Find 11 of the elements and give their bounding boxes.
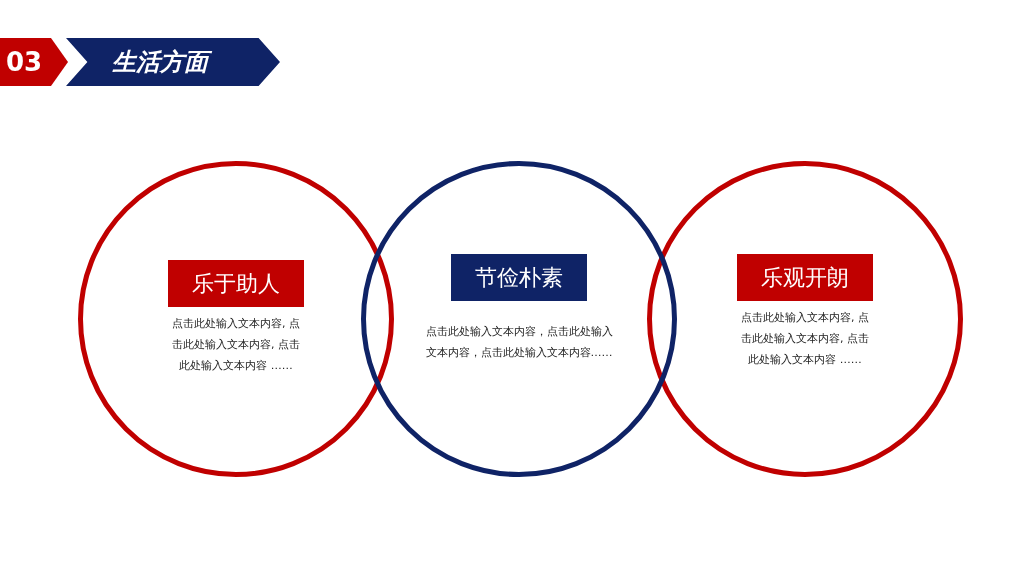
body-text: 点击此处输入文本内容, 点击此处输入文本内容, 点击此处输入文本内容 ……	[171, 316, 301, 374]
number-badge: 03	[0, 38, 68, 86]
body-text: 点击此处输入文本内容，点击此处输入文本内容，点击此处输入文本内容……	[424, 324, 614, 361]
body-text: 点击此处输入文本内容, 点击此处输入文本内容, 点击此处输入文本内容 ……	[740, 310, 870, 368]
heading-label: 节俭朴素	[451, 254, 587, 301]
title-banner: 生活方面	[66, 38, 280, 86]
circle-frame	[361, 161, 677, 477]
circle-frame	[647, 161, 963, 477]
heading-label: 乐于助人	[168, 260, 304, 307]
circle-frame	[78, 161, 394, 477]
heading-label: 乐观开朗	[737, 254, 873, 301]
